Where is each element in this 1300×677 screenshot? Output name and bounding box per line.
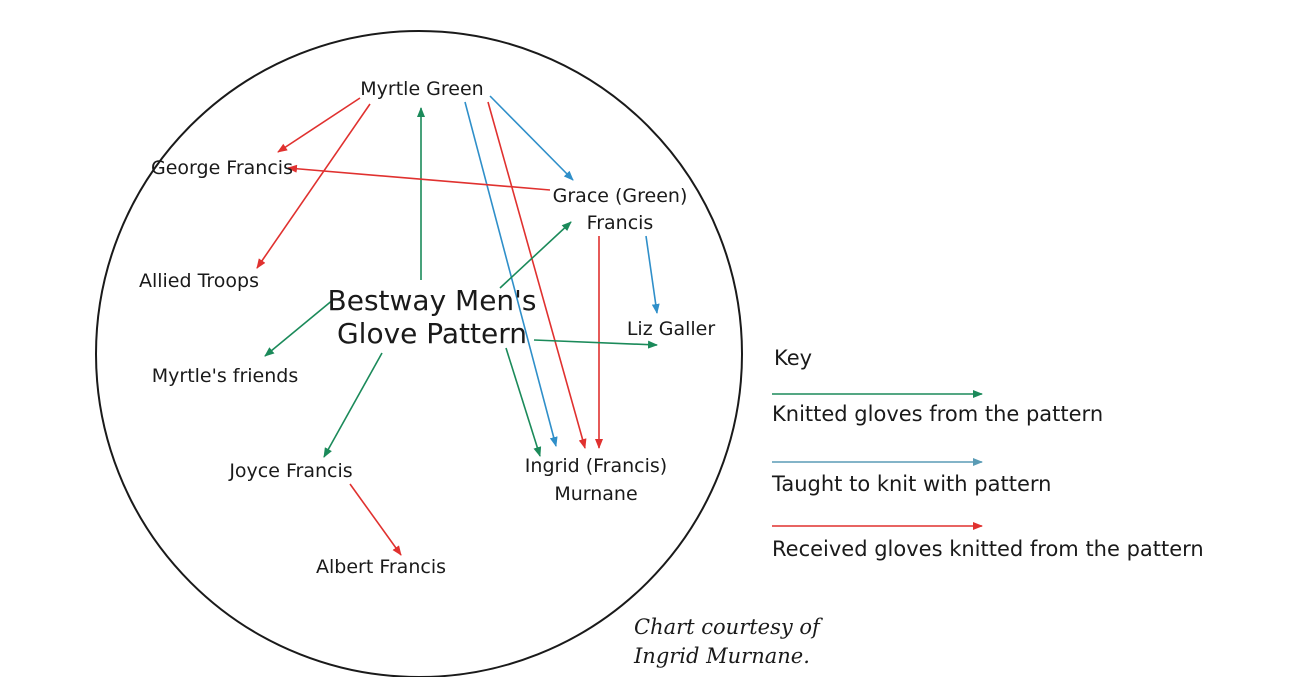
node-ingrid-line2: Murnane — [554, 483, 637, 505]
edge-pattern-to-grace — [499, 221, 572, 289]
pattern-title-line1: Bestway Men's — [328, 284, 537, 317]
legend-taught-label: Taught to knit with pattern — [771, 472, 1051, 496]
node-liz-galler: Liz Galler — [627, 318, 715, 340]
edges — [256, 95, 660, 556]
edge-myrtle-to-ingrid-gloves — [487, 101, 587, 449]
node-myrtle-green: Myrtle Green — [360, 78, 483, 100]
boundary-circle — [95, 30, 743, 677]
credit: Chart courtesy of Ingrid Murnane. — [633, 615, 823, 668]
edge-pattern-to-joyce — [323, 352, 383, 458]
edge-pattern-to-myrtles-friends — [264, 298, 335, 357]
credit-line1: Chart courtesy of — [634, 615, 823, 639]
node-george-francis: George Francis — [151, 157, 293, 179]
node-grace-line1: Grace (Green) — [553, 185, 688, 207]
node-albert-francis: Albert Francis — [316, 556, 446, 578]
node-ingrid-line1: Ingrid (Francis) — [525, 455, 667, 477]
node-joyce-francis: Joyce Francis — [228, 460, 352, 482]
node-myrtles-friends: Myrtle's friends — [152, 365, 299, 387]
legend: Key Knitted gloves from the pattern Taug… — [771, 346, 1204, 561]
legend-received-label: Received gloves knitted from the pattern — [772, 537, 1204, 561]
edge-myrtle-to-allied-troops — [256, 103, 371, 269]
node-allied-troops: Allied Troops — [139, 270, 259, 292]
edge-pattern-to-ingrid — [505, 347, 542, 457]
edge-joyce-to-albert — [349, 483, 402, 556]
node-grace-line2: Francis — [587, 212, 654, 234]
edge-grace-to-george — [287, 164, 551, 191]
edge-pattern-to-liz — [533, 339, 658, 349]
edge-myrtle-to-grace — [489, 95, 574, 181]
edge-myrtle-to-ingrid — [464, 101, 558, 447]
credit-line2: Ingrid Murnane. — [633, 644, 810, 668]
edge-grace-to-liz — [645, 235, 660, 314]
legend-title: Key — [774, 346, 812, 370]
pattern-title-line2: Glove Pattern — [337, 317, 527, 350]
nodes: Bestway Men's Glove Pattern Myrtle Green… — [139, 78, 715, 578]
edge-myrtle-to-george — [277, 97, 361, 153]
legend-knitted-label: Knitted gloves from the pattern — [772, 402, 1103, 426]
